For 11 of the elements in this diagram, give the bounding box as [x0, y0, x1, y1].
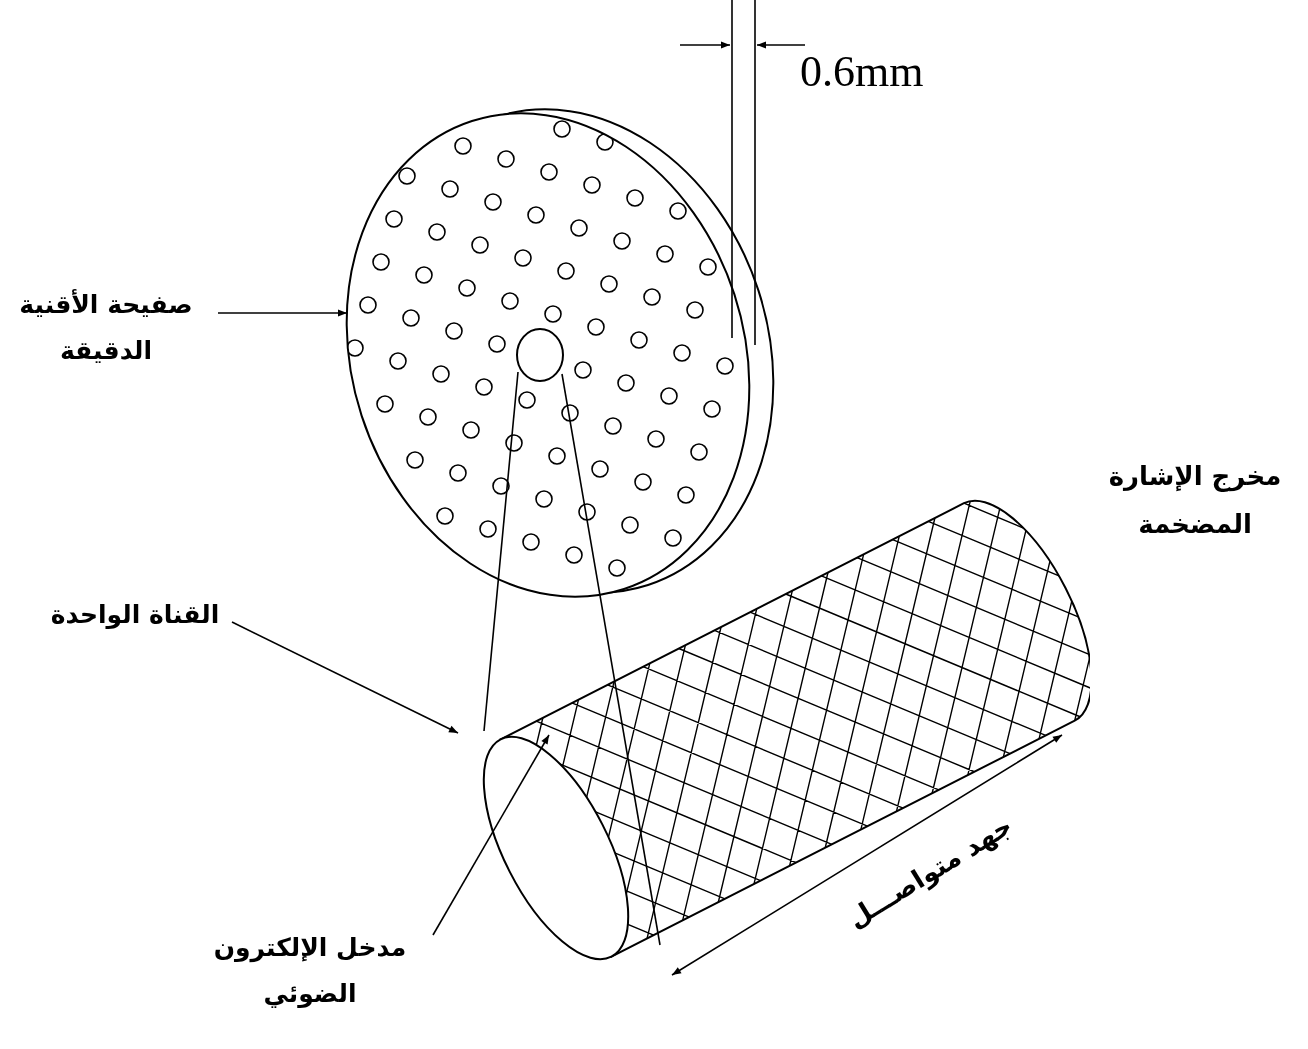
leader-line	[231, 621, 459, 734]
callout-label: مخرج الإشارة المضخمة	[1107, 460, 1283, 542]
dimension-label: 0.6mm	[800, 46, 924, 97]
callout-label: مدخل الإلكترون الضوئي	[212, 932, 408, 1011]
callout-label: القناة الواحدة	[49, 599, 221, 631]
callout-label: صفيحة الأقنية الدقيقة	[18, 288, 194, 368]
projection-line	[483, 371, 519, 732]
dimension-label: جهد متواصـــل	[841, 809, 1019, 936]
projection-line	[561, 373, 661, 946]
leader-line	[217, 309, 348, 317]
leader-line	[432, 734, 550, 936]
